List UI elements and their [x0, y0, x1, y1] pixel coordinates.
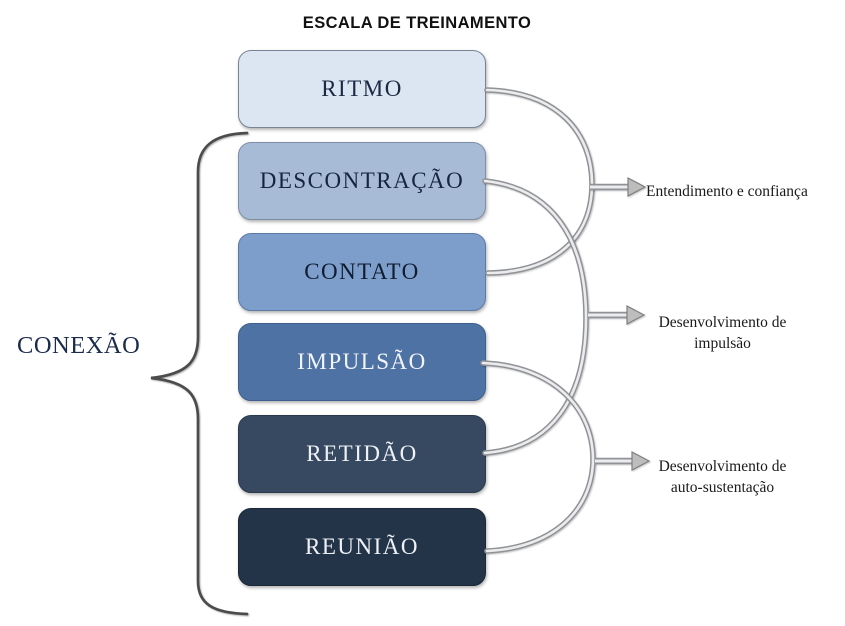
box-label: IMPULSÃO [297, 349, 427, 374]
diagram-title: ESCALA DE TREINAMENTO [302, 14, 532, 32]
box-label: RITMO [321, 76, 403, 101]
annotation-line: impulsão [694, 335, 751, 352]
box-impulsao: IMPULSÃO [238, 323, 486, 401]
box-label: RETIDÃO [306, 441, 418, 466]
annotation-impulsao: Desenvolvimento de impulsão [630, 312, 815, 354]
annotation-line: Entendimento e confiança [646, 183, 808, 200]
connector-arc-ritmo-contato [484, 87, 595, 276]
annotation-entendimento: Entendimento e confiança [646, 181, 808, 202]
annotation-line: Desenvolvimento de [658, 458, 787, 475]
connexao-label: CONEXÃO [17, 332, 141, 359]
box-descontracao: DESCONTRAÇÃO [238, 142, 486, 220]
box-label: REUNIÃO [305, 534, 419, 559]
box-label: DESCONTRAÇÃO [259, 168, 465, 193]
annotation-line: Desenvolvimento de [658, 314, 787, 331]
box-reuniao: REUNIÃO [238, 508, 486, 586]
connector-arc-impulsao-reuniao [480, 360, 596, 554]
box-retidao: RETIDÃO [238, 415, 486, 493]
annotation-line: auto-sustentação [670, 479, 775, 496]
connector-arc-descontracao-retidao [482, 178, 589, 456]
annotation-auto-sustentacao: Desenvolvimento de auto-sustentação [630, 456, 815, 498]
connexao-brace [150, 131, 249, 616]
box-contato: CONTATO [238, 233, 486, 311]
box-label: CONTATO [304, 259, 420, 284]
box-ritmo: RITMO [238, 50, 486, 128]
arrow-icon-entendimento [590, 177, 647, 197]
